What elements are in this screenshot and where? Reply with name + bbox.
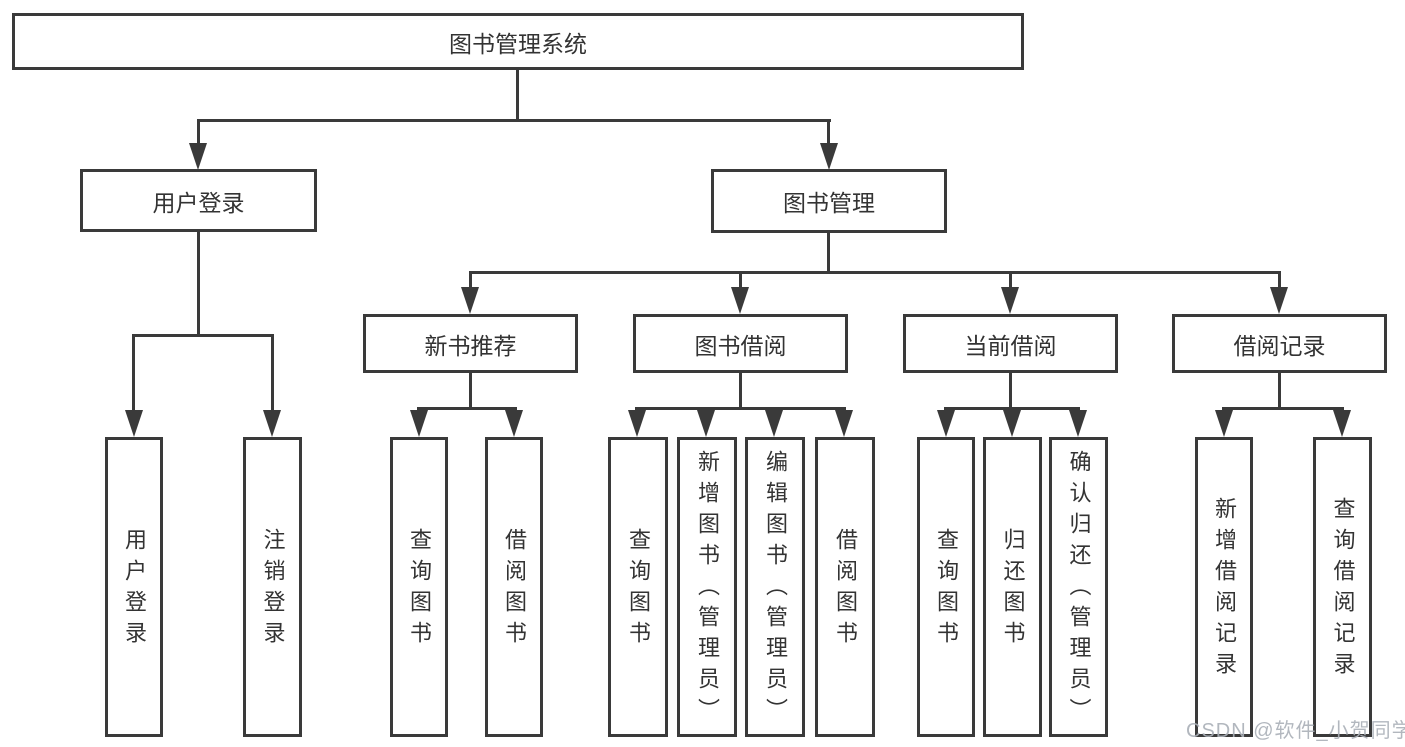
connector-bookborrow-rail: [635, 407, 846, 410]
node-library-management-system: 图书管理系统: [12, 13, 1024, 70]
leaf-logout: 注销登录: [243, 437, 302, 737]
leaf-newbook-query-books: 查询图书: [390, 437, 448, 737]
node-book-management-branch: 图书管理: [711, 169, 947, 233]
connector-bookmgmt-drop: [469, 274, 472, 289]
arrowhead-down: [189, 143, 207, 170]
leaf-records-add-record: 新增借阅记录: [1195, 437, 1253, 737]
arrowhead-down: [1003, 410, 1021, 437]
node-new-book-recommendation: 新书推荐: [363, 314, 578, 373]
arrowhead-down: [263, 410, 281, 437]
arrowhead-down: [628, 410, 646, 437]
leaf-borrow-add-books-admin: 新增图书（管理员）: [677, 437, 737, 737]
arrowhead-down: [820, 143, 838, 170]
connector-user-drop-right: [271, 337, 274, 411]
connector-bookmgmt-drop: [1009, 274, 1012, 289]
arrowhead-down: [1270, 287, 1288, 314]
connector-newbook-trunk: [469, 373, 472, 409]
connector-bookmgmt-drop: [1278, 274, 1281, 289]
arrowhead-down: [731, 287, 749, 314]
connector-bookborrow-trunk: [739, 373, 742, 409]
connector-root-drop-right: [827, 122, 830, 146]
connector-records-trunk: [1278, 373, 1281, 409]
arrowhead-down: [765, 410, 783, 437]
connector-bookmgmt-rail: [469, 271, 1281, 274]
csdn-watermark: CSDN @软件_小贺同学: [1186, 720, 1405, 742]
node-book-borrowing: 图书借阅: [633, 314, 848, 373]
node-current-borrowing: 当前借阅: [903, 314, 1118, 373]
arrowhead-down: [461, 287, 479, 314]
arrowhead-down: [505, 410, 523, 437]
connector-currentborrow-rail: [944, 407, 1080, 410]
arrowhead-down: [1001, 287, 1019, 314]
arrowhead-down: [125, 410, 143, 437]
arrowhead-down: [697, 410, 715, 437]
leaf-records-query-record: 查询借阅记录: [1313, 437, 1372, 737]
connector-bookmgmt-trunk: [827, 233, 830, 273]
connector-root-drop-left: [197, 122, 200, 146]
connector-root-trunk: [516, 70, 519, 122]
arrowhead-down: [1069, 410, 1087, 437]
leaf-borrow-borrow-books: 借阅图书: [815, 437, 875, 737]
leaf-borrow-edit-books-admin: 编辑图书（管理员）: [745, 437, 805, 737]
arrowhead-down: [937, 410, 955, 437]
arrowhead-down: [1215, 410, 1233, 437]
leaf-current-confirm-return-admin: 确认归还（管理员）: [1049, 437, 1108, 737]
arrowhead-down: [835, 410, 853, 437]
connector-records-rail: [1222, 407, 1344, 410]
connector-user-drop-left: [132, 337, 135, 411]
leaf-user-login: 用户登录: [105, 437, 163, 737]
node-borrowing-records: 借阅记录: [1172, 314, 1387, 373]
leaf-borrow-query-books: 查询图书: [608, 437, 668, 737]
connector-bookmgmt-drop: [739, 274, 742, 289]
connector-user-trunk: [197, 232, 200, 336]
arrowhead-down: [1333, 410, 1351, 437]
connector-user-rail: [132, 334, 274, 337]
leaf-current-query-books: 查询图书: [917, 437, 975, 737]
connector-newbook-rail: [417, 407, 517, 410]
arrowhead-down: [410, 410, 428, 437]
leaf-newbook-borrow-books: 借阅图书: [485, 437, 543, 737]
leaf-current-return-books: 归还图书: [983, 437, 1042, 737]
connector-currentborrow-trunk: [1009, 373, 1012, 409]
node-user-login-branch: 用户登录: [80, 169, 317, 232]
connector-root-rail: [197, 119, 831, 122]
